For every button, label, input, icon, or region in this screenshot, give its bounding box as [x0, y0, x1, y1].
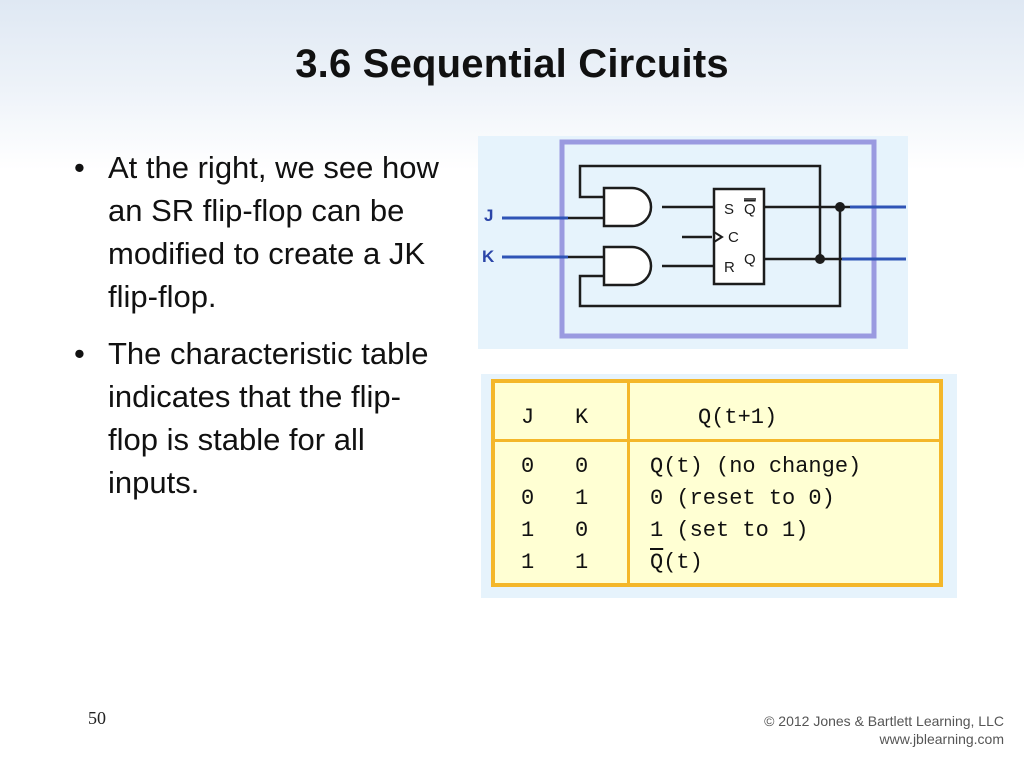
- row-1-j: 0: [521, 454, 535, 479]
- row-1-k: 0: [575, 454, 589, 479]
- and-gate-bottom: [602, 245, 653, 287]
- bullet-marker: •: [74, 336, 85, 371]
- and-gate-top: [602, 186, 653, 228]
- bullet-text: The characteristic table indicates that …: [108, 336, 429, 500]
- column-divider: [627, 383, 630, 583]
- bullet-list: • At the right, we see how an SR flip-fl…: [70, 146, 450, 518]
- bullet-item: • The characteristic table indicates tha…: [70, 332, 450, 504]
- pin-q-bar-label: Q: [744, 201, 756, 218]
- row-2-q: 0 (reset to 0): [650, 486, 835, 511]
- bullet-marker: •: [74, 150, 85, 185]
- row-4-q: Q(t): [650, 550, 703, 575]
- circuit-svg: J K: [482, 139, 906, 339]
- q-junction: [815, 254, 825, 264]
- row-3-j: 1: [521, 518, 535, 543]
- q-bar-junction: [835, 202, 845, 212]
- characteristic-table-panel: J K Q(t+1) 0 0 Q(t) (no change) 0 1 0 (r…: [481, 374, 957, 598]
- q-complement: Q: [650, 550, 664, 575]
- row-1-q: Q(t) (no change): [650, 454, 862, 479]
- j-label: J: [484, 206, 493, 225]
- row-4-j: 1: [521, 550, 535, 575]
- row-3-k: 0: [575, 518, 589, 543]
- header-j: J: [521, 405, 535, 430]
- row-2-j: 0: [521, 486, 535, 511]
- row-2-k: 1: [575, 486, 589, 511]
- pin-c-label: C: [728, 229, 739, 246]
- row-4-k: 1: [575, 550, 589, 575]
- header-q-next: Q(t+1): [698, 405, 778, 430]
- bullet-item: • At the right, we see how an SR flip-fl…: [70, 146, 450, 318]
- copyright-notice: © 2012 Jones & Bartlett Learning, LLC ww…: [764, 712, 1004, 748]
- header-divider: [495, 439, 939, 442]
- bullet-text: At the right, we see how an SR flip-flop…: [108, 150, 439, 314]
- row-3-q: 1 (set to 1): [650, 518, 809, 543]
- jk-flip-flop-diagram: J K: [478, 136, 908, 349]
- k-label: K: [482, 247, 495, 266]
- pin-q-label: Q: [744, 251, 756, 268]
- q-complement-suffix: (t): [663, 550, 703, 575]
- copyright-line: © 2012 Jones & Bartlett Learning, LLC: [764, 713, 1004, 729]
- pin-r-label: R: [724, 259, 735, 276]
- slide-title: 3.6 Sequential Circuits: [295, 42, 729, 86]
- pin-s-label: S: [724, 201, 734, 218]
- clock-triangle-icon: [713, 231, 724, 243]
- header-k: K: [575, 405, 589, 430]
- publisher-url: www.jblearning.com: [879, 731, 1005, 747]
- characteristic-table: J K Q(t+1) 0 0 Q(t) (no change) 0 1 0 (r…: [491, 379, 943, 587]
- page-number: 50: [88, 708, 106, 728]
- circuit-frame: [559, 139, 877, 339]
